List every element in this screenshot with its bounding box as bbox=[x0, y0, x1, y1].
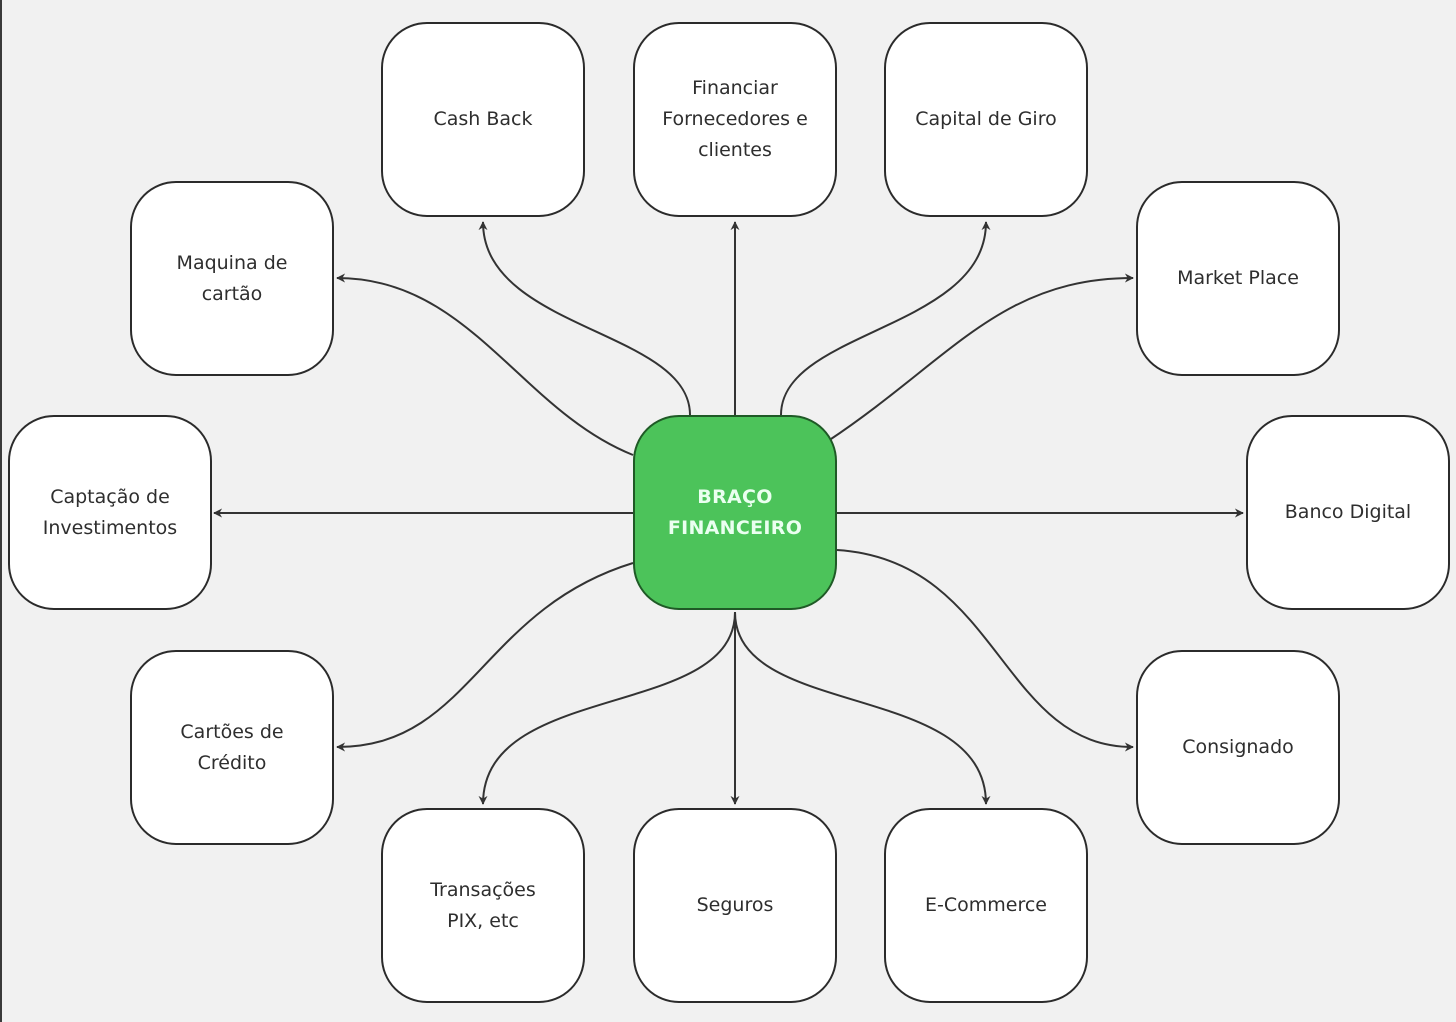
edge-braco-to-cashback bbox=[478, 221, 691, 416]
edge-braco-to-maquina bbox=[336, 273, 634, 456]
node-label: Cartões de Crédito bbox=[180, 720, 284, 774]
node-e-commerce[interactable]: E-Commerce bbox=[884, 808, 1088, 1003]
node-label: Transações PIX, etc bbox=[430, 878, 536, 932]
node-market-place[interactable]: Market Place bbox=[1136, 181, 1340, 376]
node-transacoes-pix[interactable]: Transações PIX, etc bbox=[381, 808, 585, 1003]
node-braco-financeiro[interactable]: BRAÇO FINANCEIRO bbox=[633, 415, 837, 610]
edge-braco-to-ecommerce bbox=[734, 611, 991, 805]
node-cash-back[interactable]: Cash Back bbox=[381, 22, 585, 217]
node-cartoes-de-credito[interactable]: Cartões de Crédito bbox=[130, 650, 334, 845]
node-label: Banco Digital bbox=[1284, 501, 1412, 523]
node-label: BRAÇO FINANCEIRO bbox=[667, 485, 803, 539]
node-label: Financiar Fornecedores e clientes bbox=[662, 77, 808, 161]
node-label: Market Place bbox=[1177, 267, 1299, 289]
edge-braco-to-capital bbox=[780, 221, 991, 416]
node-maquina-de-cartao[interactable]: Maquina de cartão bbox=[130, 181, 334, 376]
node-consignado[interactable]: Consignado bbox=[1136, 650, 1340, 845]
node-label: Maquina de cartão bbox=[176, 251, 288, 305]
node-seguros[interactable]: Seguros bbox=[633, 808, 837, 1003]
node-label: Cash Back bbox=[433, 108, 533, 130]
edge-braco-to-consignado bbox=[836, 549, 1134, 752]
node-captacao-investimentos[interactable]: Captação de Investimentos bbox=[8, 415, 212, 610]
edge-braco-to-cartoes bbox=[336, 562, 634, 752]
node-capital-de-giro[interactable]: Capital de Giro bbox=[884, 22, 1088, 217]
node-label: Seguros bbox=[696, 894, 774, 916]
node-label: E-Commerce bbox=[925, 894, 1047, 916]
node-label: Capital de Giro bbox=[915, 108, 1057, 130]
node-label: Consignado bbox=[1182, 736, 1294, 758]
node-label: Captação de Investimentos bbox=[42, 485, 178, 539]
node-banco-digital[interactable]: Banco Digital bbox=[1246, 415, 1450, 610]
node-financiar-fornecedores[interactable]: Financiar Fornecedores e clientes bbox=[633, 22, 837, 217]
edge-braco-to-market bbox=[827, 273, 1134, 442]
window-left-border bbox=[0, 0, 2, 1022]
edge-braco-to-transacoes bbox=[478, 611, 736, 805]
